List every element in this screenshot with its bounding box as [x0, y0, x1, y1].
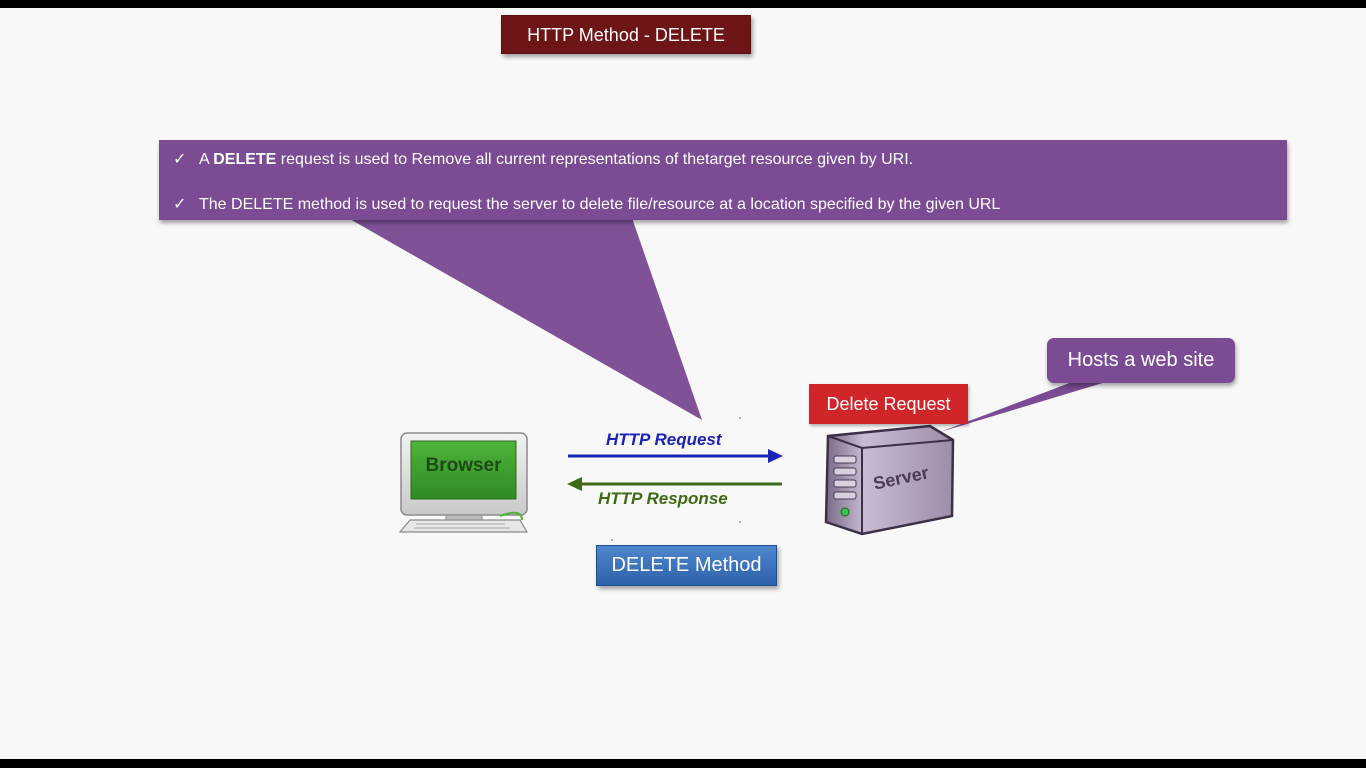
bullet-text: The DELETE method is used to request the… — [199, 196, 1001, 213]
browser-label: Browser — [425, 455, 502, 476]
bullet-prefix: A — [199, 151, 214, 168]
slide: HTTP Method - DELETE ✓ A DELETE request i… — [0, 8, 1366, 759]
hosts-callout-pointer — [940, 376, 1126, 432]
diagram-graphics — [398, 376, 1126, 541]
bullet-text: request is used to Remove all current re… — [276, 151, 914, 168]
browser-computer-icon — [398, 432, 529, 533]
http-response-label: HTTP Response — [598, 489, 728, 508]
bullet-item-2: ✓ The DELETE method is used to request th… — [173, 194, 1000, 214]
bullet-item-1: ✓ A DELETE request is used to Remove all … — [173, 149, 913, 169]
check-icon: ✓ — [173, 151, 187, 168]
server-tower-icon — [824, 424, 955, 536]
delete-request-badge: Delete Request — [809, 384, 968, 424]
callout-pointer — [348, 218, 702, 420]
hosts-web-site-callout: Hosts a web site — [1047, 338, 1235, 383]
http-request-label: HTTP Request — [606, 430, 722, 449]
check-icon: ✓ — [173, 196, 187, 213]
slide-title: HTTP Method - DELETE — [501, 15, 751, 54]
bullet-callout: ✓ A DELETE request is used to Remove all … — [159, 140, 1287, 220]
bullet-bold-keyword: DELETE — [213, 151, 277, 168]
delete-method-button: DELETE Method — [596, 545, 777, 586]
